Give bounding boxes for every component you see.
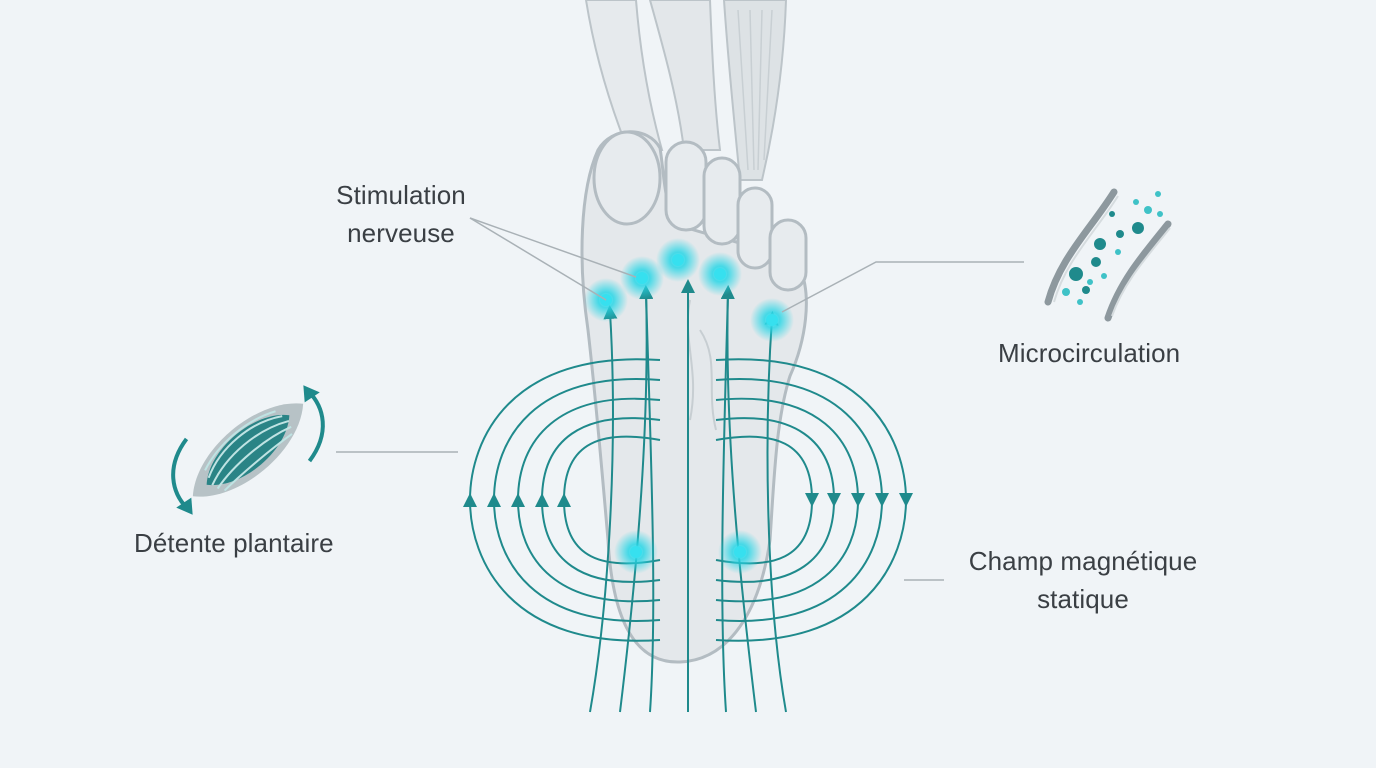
field-loop-left-3 — [511, 397, 661, 603]
label-field-line1: Champ magnétique — [968, 546, 1198, 576]
blood-vessel-icon — [1044, 188, 1172, 322]
toe-3 — [702, 156, 742, 246]
field-loop-right-5 — [715, 435, 819, 565]
field-line-center-6 — [720, 285, 757, 713]
foot-sole — [580, 130, 808, 664]
toe-2 — [664, 140, 708, 232]
tendon — [722, 0, 788, 181]
magnetic-field-lines — [463, 279, 913, 713]
leg-bones — [584, 0, 788, 181]
label-champ-magnetique: Champ magnétique statique — [948, 542, 1218, 618]
toe-4 — [736, 186, 774, 270]
field-loop-left-4 — [535, 417, 661, 583]
label-nerve-line1: Stimulation — [336, 180, 466, 210]
label-micro-text: Microcirculation — [998, 338, 1181, 368]
field-line-center-2 — [619, 285, 654, 713]
glow-core-5 — [766, 314, 778, 326]
label-detente-plantaire: Détente plantaire — [134, 524, 334, 562]
label-nerve-line2: nerveuse — [347, 218, 455, 248]
tendon-lines — [737, 9, 773, 171]
field-loop-left-2 — [487, 378, 661, 622]
field-loop-right-4 — [715, 417, 841, 583]
leader-lines — [336, 217, 1024, 581]
label-relax-text: Détente plantaire — [134, 528, 334, 558]
toe-5 — [768, 218, 808, 292]
label-microcirculation: Microcirculation — [998, 334, 1180, 372]
label-stimulation-nerveuse: Stimulation nerveuse — [318, 176, 484, 252]
leader-micro — [781, 261, 1024, 313]
field-loop-left-1 — [463, 358, 661, 642]
field-line-center-5 — [720, 285, 735, 713]
fibula-bone — [648, 0, 722, 151]
leader-nerve-2 — [469, 217, 637, 278]
field-line-center-7 — [764, 311, 787, 713]
field-loop-right-1 — [715, 358, 913, 642]
glow-core-6 — [630, 546, 642, 558]
label-field-line2: statique — [1037, 584, 1129, 614]
muscle-relaxation-icon — [171, 385, 325, 515]
field-line-center-3 — [639, 285, 655, 713]
field-loop-right-3 — [715, 397, 865, 603]
glow-core-2 — [636, 272, 648, 284]
big-toe — [592, 130, 662, 226]
tibia-bone — [584, 0, 664, 151]
glow-core-3 — [672, 254, 684, 266]
field-loop-right-2 — [715, 378, 889, 622]
field-line-center-1 — [589, 305, 618, 713]
glow-core-7 — [734, 546, 746, 558]
leader-nerve-1 — [469, 217, 607, 301]
glow-core-4 — [714, 268, 726, 280]
